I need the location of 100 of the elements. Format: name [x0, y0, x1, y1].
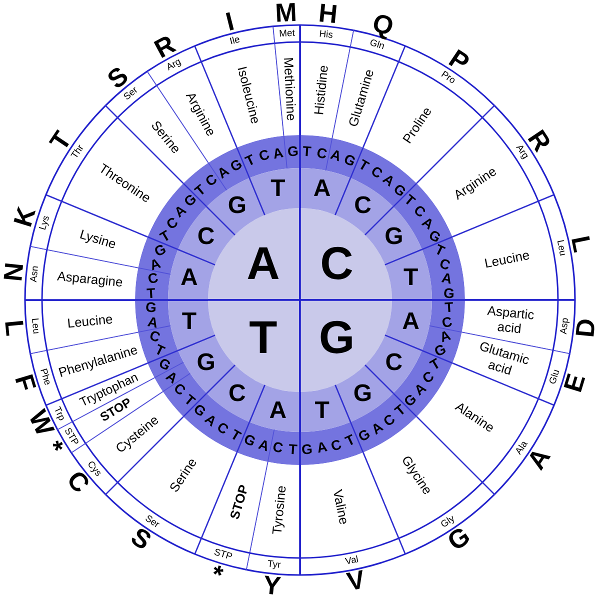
- abbreviation-cell: [23, 298, 49, 356]
- third-base-letter: C: [368, 164, 385, 181]
- one-letter-code: F: [12, 372, 39, 394]
- second-base-letter: C: [385, 350, 403, 375]
- amino-acid-abbreviation: Asn: [29, 265, 40, 282]
- third-base-letter: A: [146, 314, 159, 330]
- amino-acid-abbreviation: Ser: [122, 86, 140, 102]
- third-base-letter: T: [433, 242, 448, 258]
- amino-acid-abbreviation: Ile: [229, 36, 242, 48]
- third-base-letter: C: [441, 314, 454, 330]
- one-letter-code: D: [573, 318, 598, 339]
- third-base-letter: C: [380, 411, 398, 428]
- third-base-letter: G: [191, 402, 209, 420]
- amino-acid-abbreviation: His: [318, 29, 334, 40]
- amino-acid-abbreviation: Lys: [38, 214, 52, 231]
- third-base-letter: C: [329, 436, 344, 453]
- amino-acid-name: Valine: [331, 488, 351, 526]
- one-letter-code: I: [224, 9, 237, 34]
- one-letter-code: E: [560, 372, 588, 395]
- stop-label: STOP: [227, 483, 250, 521]
- third-base-letter: C: [316, 144, 328, 160]
- first-base-letter: G: [318, 314, 355, 360]
- third-base-letter: T: [302, 144, 312, 158]
- second-base-letter: A: [180, 266, 198, 290]
- third-base-letter: C: [256, 147, 271, 164]
- amino-acid-abbreviation: Gln: [368, 38, 386, 52]
- abbreviation-cell: [23, 244, 49, 302]
- one-letter-code: Q: [370, 11, 396, 40]
- amino-acid-abbreviation: Ala: [514, 440, 530, 456]
- second-base-letter: C: [228, 382, 246, 406]
- amino-acid-name: Leucine: [483, 248, 531, 270]
- third-base-letter: G: [286, 144, 299, 159]
- abbreviation-cell: [104, 69, 159, 120]
- third-base-letter: A: [437, 328, 452, 344]
- third-base-letter: T: [356, 157, 371, 174]
- one-letter-code: L: [2, 319, 27, 338]
- amino-acid-abbreviation: Phe: [38, 368, 52, 387]
- second-base-letter: A: [269, 398, 287, 423]
- amino-acid-name: Isoleucine: [235, 65, 262, 126]
- amino-acid-name: Tyrosine: [270, 484, 288, 536]
- third-base-letter: G: [391, 180, 409, 198]
- third-base-letter: G: [402, 391, 420, 409]
- one-letter-code: L: [568, 234, 594, 254]
- third-base-letter: C: [411, 202, 428, 220]
- amino-acid-abbreviation: Tyr: [266, 560, 281, 571]
- third-base-letter: A: [316, 440, 328, 456]
- amino-acid-abbreviation: Asp: [560, 318, 571, 335]
- abbreviation-cell: [298, 23, 356, 49]
- first-base-letter: C: [320, 240, 354, 286]
- one-letter-code: *: [208, 562, 225, 588]
- third-base-letter: C: [215, 419, 232, 436]
- amino-acid-name: Leucine: [66, 312, 114, 330]
- second-base-letter: G: [384, 225, 404, 250]
- third-base-letter: A: [441, 270, 454, 286]
- second-base-sector: [383, 247, 434, 302]
- amino-acid-name: Glutamic acid: [476, 338, 532, 380]
- third-base-letter: A: [148, 256, 163, 272]
- third-base-letter: T: [146, 285, 156, 300]
- second-base-letter: A: [313, 177, 331, 202]
- third-base-letter: G: [442, 285, 455, 300]
- one-letter-code: N: [2, 261, 27, 282]
- amino-acid-abbreviation: Leu: [29, 318, 40, 334]
- second-base-letter: T: [314, 398, 330, 423]
- third-base-letter: C: [148, 328, 163, 344]
- third-base-letter: T: [444, 300, 454, 315]
- one-letter-code: Y: [262, 573, 282, 598]
- amino-acid-abbreviation: Leu: [555, 239, 568, 257]
- third-base-letter: A: [256, 436, 271, 453]
- third-base-letter: G: [145, 300, 158, 315]
- third-base-letter: G: [242, 432, 258, 449]
- second-base-letter: G: [196, 350, 216, 375]
- third-base-letter: G: [342, 151, 358, 168]
- amino-acid-name: Asparagine: [56, 270, 124, 289]
- one-letter-code: H: [318, 2, 339, 27]
- first-base-letter: T: [249, 314, 278, 360]
- second-base-sector: [298, 383, 353, 434]
- amino-acid-name: Aspartic acid: [486, 302, 536, 338]
- third-base-letter: C: [437, 256, 452, 272]
- amino-acid-abbreviation: Gly: [439, 514, 457, 530]
- second-base-letter: C: [197, 225, 215, 250]
- second-base-letter: T: [182, 310, 196, 334]
- third-base-letter: A: [272, 144, 284, 160]
- one-letter-code: M: [274, 1, 298, 26]
- amino-acid-name: Histidine: [312, 64, 330, 116]
- third-base-letter: C: [146, 270, 159, 286]
- amino-acid-abbreviation: Arg: [514, 143, 530, 161]
- abbreviation-cell: [244, 551, 302, 577]
- one-letter-code: K: [11, 204, 40, 230]
- second-base-letter: G: [353, 382, 372, 406]
- third-base-letter: T: [229, 426, 244, 443]
- third-base-letter: A: [329, 147, 344, 164]
- third-base-letter: G: [301, 441, 314, 456]
- amino-acid-abbreviation: Val: [344, 555, 360, 568]
- abbreviation-cell: [551, 298, 577, 356]
- amino-acid-name: Lysine: [78, 227, 118, 250]
- amino-acid-abbreviation: STP: [212, 548, 233, 562]
- second-base-letter: G: [228, 194, 247, 218]
- third-base-letter: G: [355, 426, 372, 444]
- one-letter-code: V: [345, 568, 367, 595]
- third-base-letter: T: [288, 442, 298, 456]
